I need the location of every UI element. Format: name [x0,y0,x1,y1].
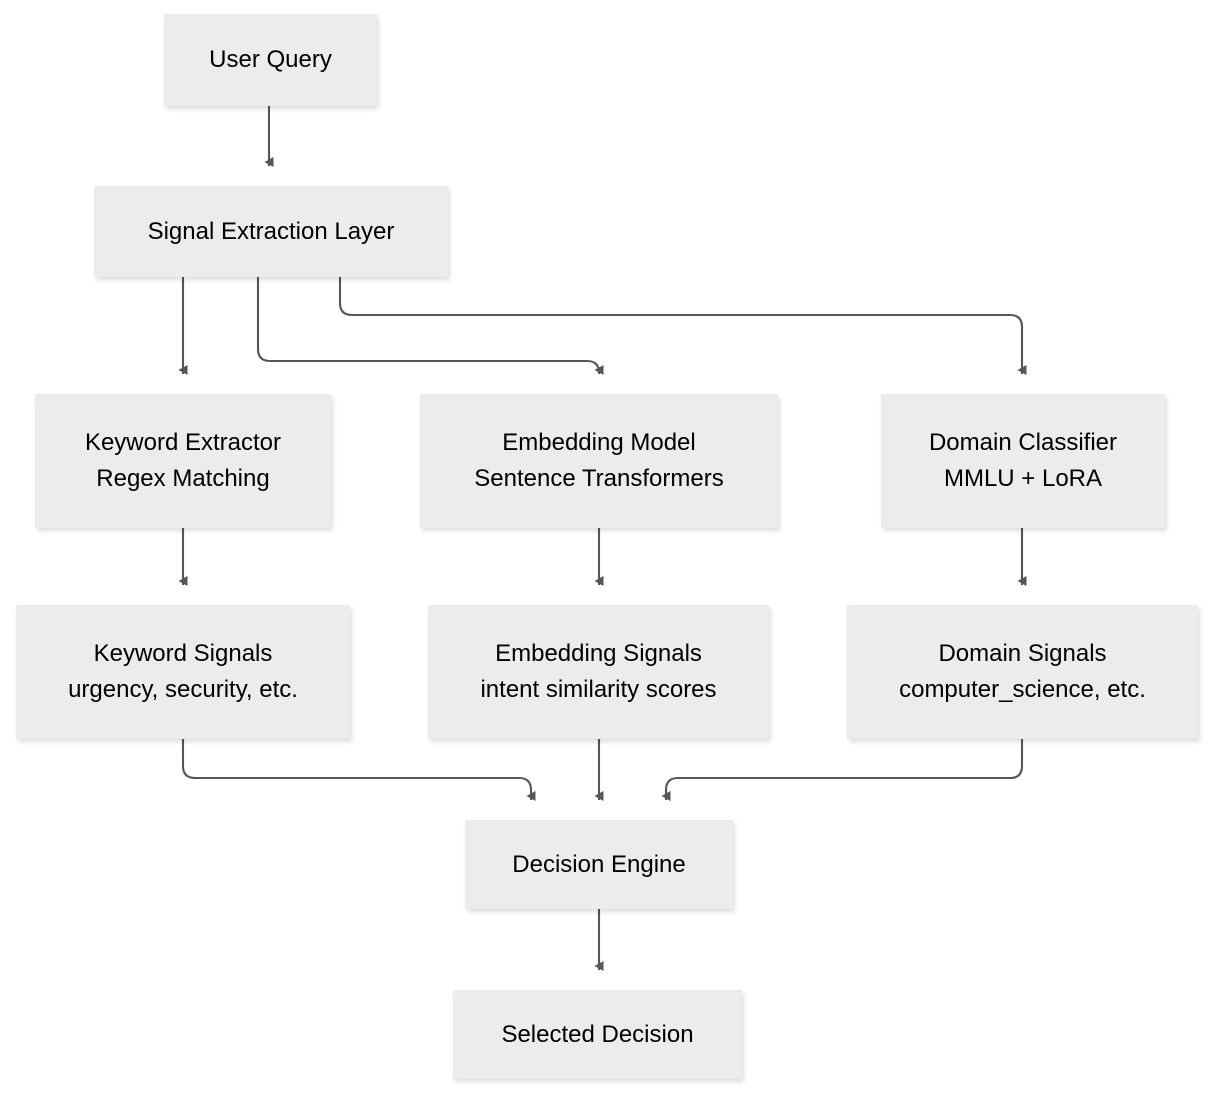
node-decision-engine-label: Decision Engine [512,850,686,878]
node-domain-signals[interactable]: Domain Signals computer_science, etc. [847,605,1198,739]
node-keyword-extractor-line2: Regex Matching [96,465,270,492]
node-keyword-extractor[interactable]: Keyword Extractor Regex Matching [35,394,331,528]
node-signal-extraction-layer[interactable]: Signal Extraction Layer [94,186,448,277]
node-keyword-signals-line2: urgency, security, etc. [68,676,298,703]
node-embedding-model-line1: Embedding Model [502,429,696,457]
node-embedding-model[interactable]: Embedding Model Sentence Transformers [420,394,778,528]
node-keyword-signals-line1: Keyword Signals [93,640,273,668]
edge-signal-extraction-to-embedding-model [256,277,604,375]
edge-signal-extraction-to-domain-classifier [338,277,1027,375]
node-domain-classifier-line2: MMLU + LoRA [943,465,1103,492]
node-embedding-signals[interactable]: Embedding Signals intent similarity scor… [428,605,769,739]
node-user-query-label: User Query [209,46,332,74]
node-signal-extraction-layer-label: Signal Extraction Layer [147,217,395,245]
edge-keyword-signals-to-decision-engine [181,739,536,801]
node-domain-classifier-line1: Domain Classifier [928,429,1118,457]
node-user-query[interactable]: User Query [164,14,377,106]
node-selected-decision[interactable]: Selected Decision [453,990,742,1079]
node-decision-engine[interactable]: Decision Engine [465,820,733,909]
node-keyword-extractor-line1: Keyword Extractor [84,429,282,457]
node-selected-decision-label: Selected Decision [501,1020,694,1048]
node-domain-classifier[interactable]: Domain Classifier MMLU + LoRA [881,394,1165,528]
node-keyword-signals[interactable]: Keyword Signals urgency, security, etc. [16,605,350,739]
node-embedding-signals-line2: intent similarity scores [480,676,717,703]
node-domain-signals-line1: Domain Signals [938,640,1107,668]
node-embedding-model-line2: Sentence Transformers [474,465,724,492]
node-domain-signals-line2: computer_science, etc. [899,676,1146,703]
node-embedding-signals-line1: Embedding Signals [495,640,702,668]
edge-domain-signals-to-decision-engine [661,739,1024,801]
